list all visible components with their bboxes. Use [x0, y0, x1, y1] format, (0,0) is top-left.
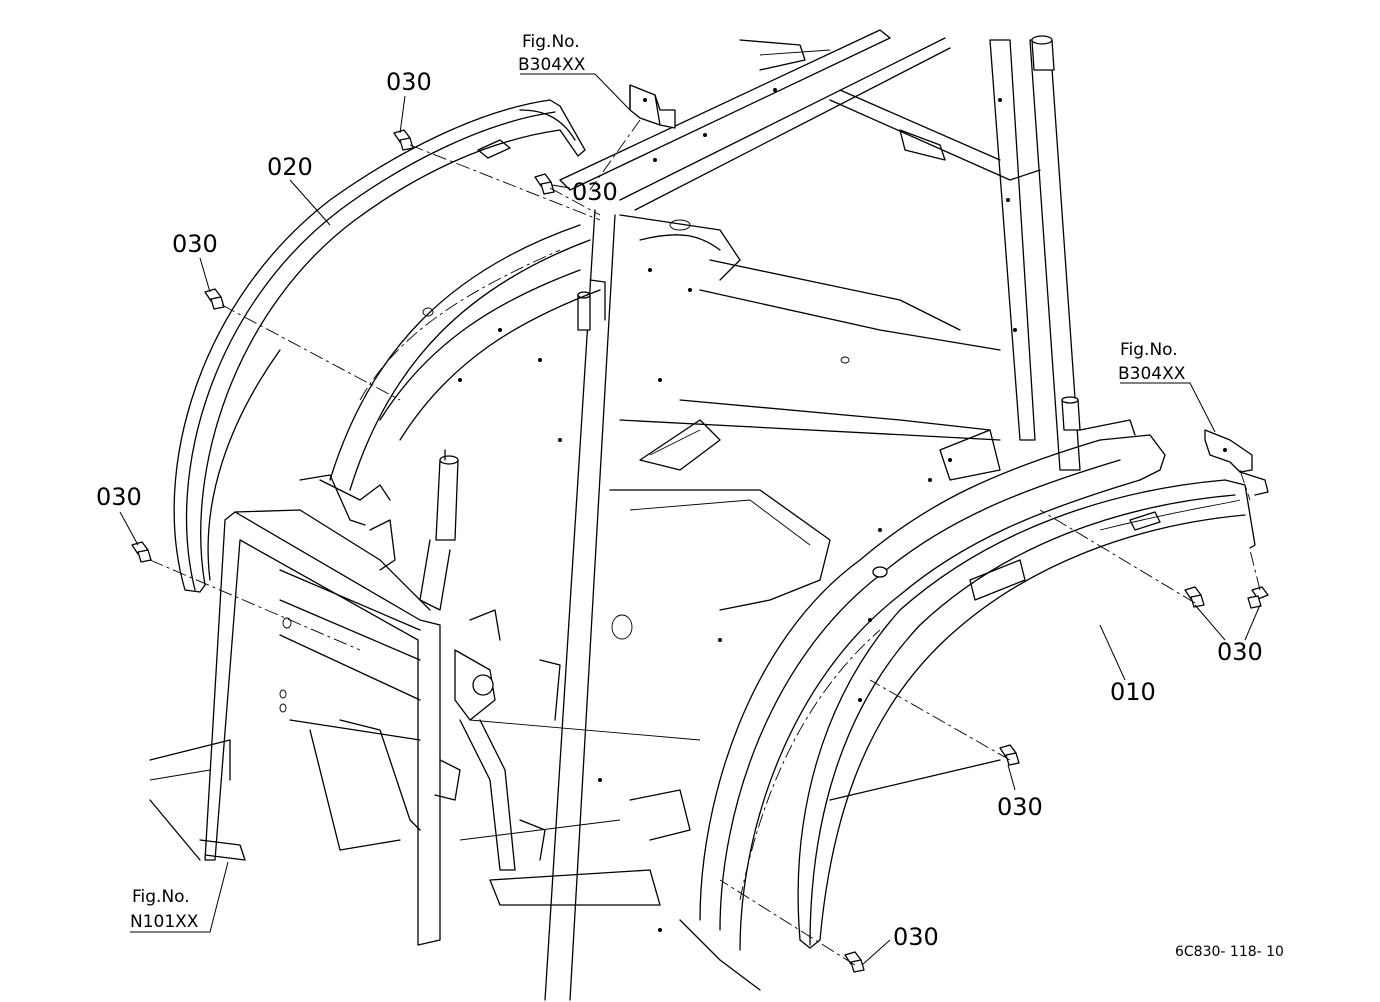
figure-ref-right-title: Fig.No. — [1120, 340, 1178, 360]
bolt-030-b — [534, 173, 555, 195]
bolt-030-h — [844, 951, 865, 973]
bracket-right — [1204, 429, 1269, 496]
label-030-right: 030 — [1217, 638, 1263, 666]
drawing-code: 6C830- 118- 10 — [1175, 944, 1284, 960]
label-030-left-upper: 030 — [172, 230, 218, 258]
label-010: 010 — [1110, 678, 1156, 706]
figure-ref-bottom-left-title: Fig.No. — [132, 887, 190, 907]
figure-ref-bottom-left-code: N101XX — [130, 912, 199, 932]
label-030-lower-right: 030 — [997, 793, 1043, 821]
callout-leaders — [119, 73, 1261, 966]
bolt-030-e — [1184, 586, 1205, 608]
label-020: 020 — [267, 153, 313, 181]
label-030-bottom: 030 — [893, 923, 939, 951]
label-030-left-lower: 030 — [96, 483, 142, 511]
figure-ref-top: Fig.No. B304XX — [518, 32, 586, 75]
label-030-top: 030 — [386, 68, 432, 96]
assembly-center-lines — [149, 119, 1261, 966]
cab-frame — [149, 29, 1081, 1001]
bolt-030-g — [999, 744, 1020, 766]
figure-ref-top-code: B304XX — [518, 55, 586, 75]
dash-panel — [199, 449, 561, 946]
label-030-upper-center: 030 — [572, 178, 618, 206]
figure-ref-top-title: Fig.No. — [522, 32, 580, 52]
part-labels: 030 030 030 030 030 030 030 020 010 — [96, 68, 1263, 951]
figure-ref-bottom-left: Fig.No. N101XX — [130, 887, 199, 932]
bolt-030-a — [393, 129, 414, 151]
bolt-030-f — [1247, 586, 1269, 609]
right-rear-arch — [699, 419, 1166, 951]
bolt-030-c — [204, 288, 225, 310]
figure-ref-right: Fig.No. B304XX — [1118, 340, 1186, 384]
bolt-030-d — [131, 541, 152, 563]
bracket-top — [629, 84, 676, 129]
fender-010 — [797, 479, 1256, 949]
fender-020 — [173, 99, 586, 593]
figure-ref-right-code: B304XX — [1118, 364, 1186, 384]
